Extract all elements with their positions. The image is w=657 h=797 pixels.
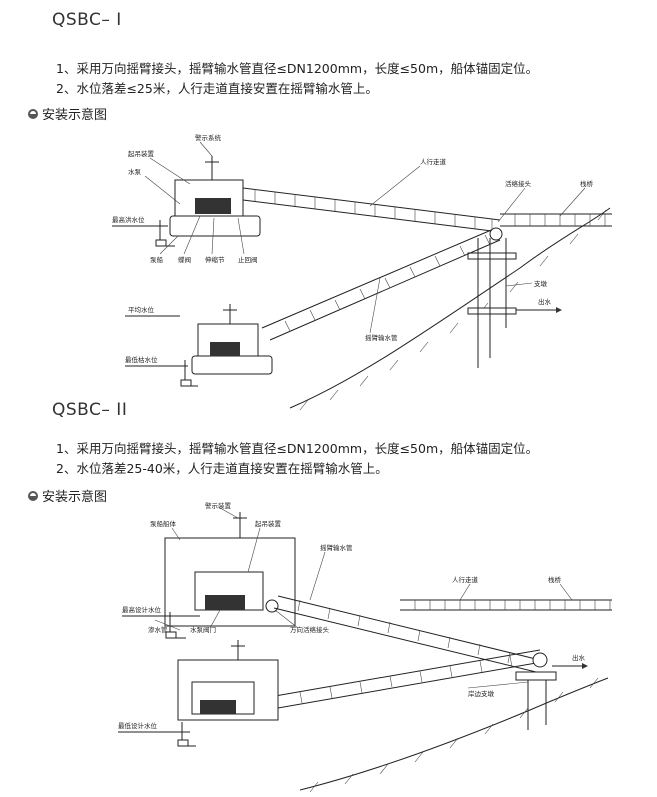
bank-pier-2 [515, 671, 557, 730]
walkway-2 [400, 599, 612, 611]
bank-hatching-2 [309, 677, 599, 793]
label-warning-system: 警示系统 [195, 133, 222, 142]
label-trestle: 栈桥 [580, 179, 594, 188]
label-max-design-level: 最高设计水位 [122, 605, 162, 614]
label-min-design-level: 最低设计水位 [118, 721, 158, 730]
swivel-joint-2 [532, 652, 548, 668]
label-pump-ship: 泵船 [150, 255, 164, 264]
swivel-joint-1 [489, 227, 503, 241]
half-circle-bullet-icon [28, 108, 38, 119]
spec-line-1-1: 1、采用万向摇臂接头，摇臂输水管直径≤DN1200mm，长度≤50m，船体锚固定… [56, 61, 539, 76]
leader-lines-2 [154, 507, 573, 689]
label-universal-joint: 万向活络接头 [290, 625, 330, 634]
pump-ship-hull-lower [191, 355, 273, 375]
model-title-1: QSBC– I [52, 10, 122, 30]
pump-ship-hull-upper [169, 215, 261, 237]
spec-line-1-2: 2、水位落差≤25米，人行走道直接安置在摇臂输水管上。 [56, 81, 378, 96]
label-outflow: 出水 [538, 297, 552, 306]
water-level-lines-2 [118, 615, 200, 733]
pump-unit-upper [195, 198, 231, 214]
installation-diagram-2: 警示装置 泵船船体 起吊装置 摇臂输水管 人行走道 栈桥 最高设计水位 渗水管 … [118, 501, 612, 793]
section-heading-1: 安装示意图 [28, 104, 107, 123]
bank-slope-2 [299, 677, 609, 791]
swing-arm-pipe-1 [261, 227, 501, 341]
label-crane: 起吊装置 [128, 149, 155, 158]
model-title-2: QSBC– II [52, 400, 128, 420]
spec-line-2-1: 1、采用万向摇臂接头，摇臂输水管直径≤DN1200mm，长度≤50m，船体锚固定… [56, 441, 539, 456]
swing-arm-pipe-2b [274, 649, 543, 709]
label-warning-device: 警示装置 [205, 501, 232, 510]
half-circle-bullet-icon [28, 490, 38, 501]
label-support-pier: 支墩 [534, 279, 548, 288]
trestle-upper [500, 213, 612, 227]
label-average-level: 平均水位 [128, 305, 155, 314]
label-intake-pipe: 渗水管 [148, 625, 168, 634]
section-heading-2: 安装示意图 [28, 486, 107, 505]
swing-arm-pipe-2a [273, 595, 541, 673]
section-heading-text: 安装示意图 [42, 490, 108, 505]
label-butterfly-valve: 蝶阀 [178, 255, 191, 264]
water-level-lines-1 [112, 225, 188, 367]
label-check-valve: 止回阀 [238, 255, 258, 264]
section-heading-text: 安装示意图 [42, 108, 108, 123]
label-expansion-joint: 伸缩节 [205, 255, 225, 264]
label-swing-arm-pipe: 摇臂输水管 [365, 333, 398, 342]
bank-slope [289, 207, 611, 409]
support-pier-1 [467, 238, 517, 368]
label-walkway: 人行走道 [420, 157, 447, 166]
installation-diagram-1: 警示系统 起吊装置 水泵 最高洪水位 泵船 蝶阀 伸缩节 止回阀 人行走道 活络… [112, 133, 612, 411]
label-bank-pier: 岸边支墩 [468, 689, 495, 698]
label-crane-2: 起吊装置 [255, 519, 282, 528]
spec-line-2-2: 2、水位落差25-40米，人行走道直接安置在摇臂输水管上。 [56, 461, 388, 476]
walkway-upper [242, 187, 501, 233]
label-max-flood-level: 最高洪水位 [112, 215, 145, 224]
label-min-dry-level: 最低枯水位 [125, 355, 158, 364]
label-outflow-2: 出水 [572, 653, 586, 662]
leader-lines-1 [144, 141, 586, 334]
label-trestle-2: 栈桥 [548, 575, 562, 584]
label-swivel-joint: 活络接头 [505, 179, 532, 188]
label-swing-arm-pipe-2: 摇臂输水管 [320, 543, 353, 552]
label-pump: 水泵 [128, 167, 142, 176]
label-pump-ship-hull: 泵船船体 [150, 519, 177, 528]
label-walkway-2: 人行走道 [452, 575, 479, 584]
label-pump-valve: 水泵阀门 [190, 625, 216, 634]
